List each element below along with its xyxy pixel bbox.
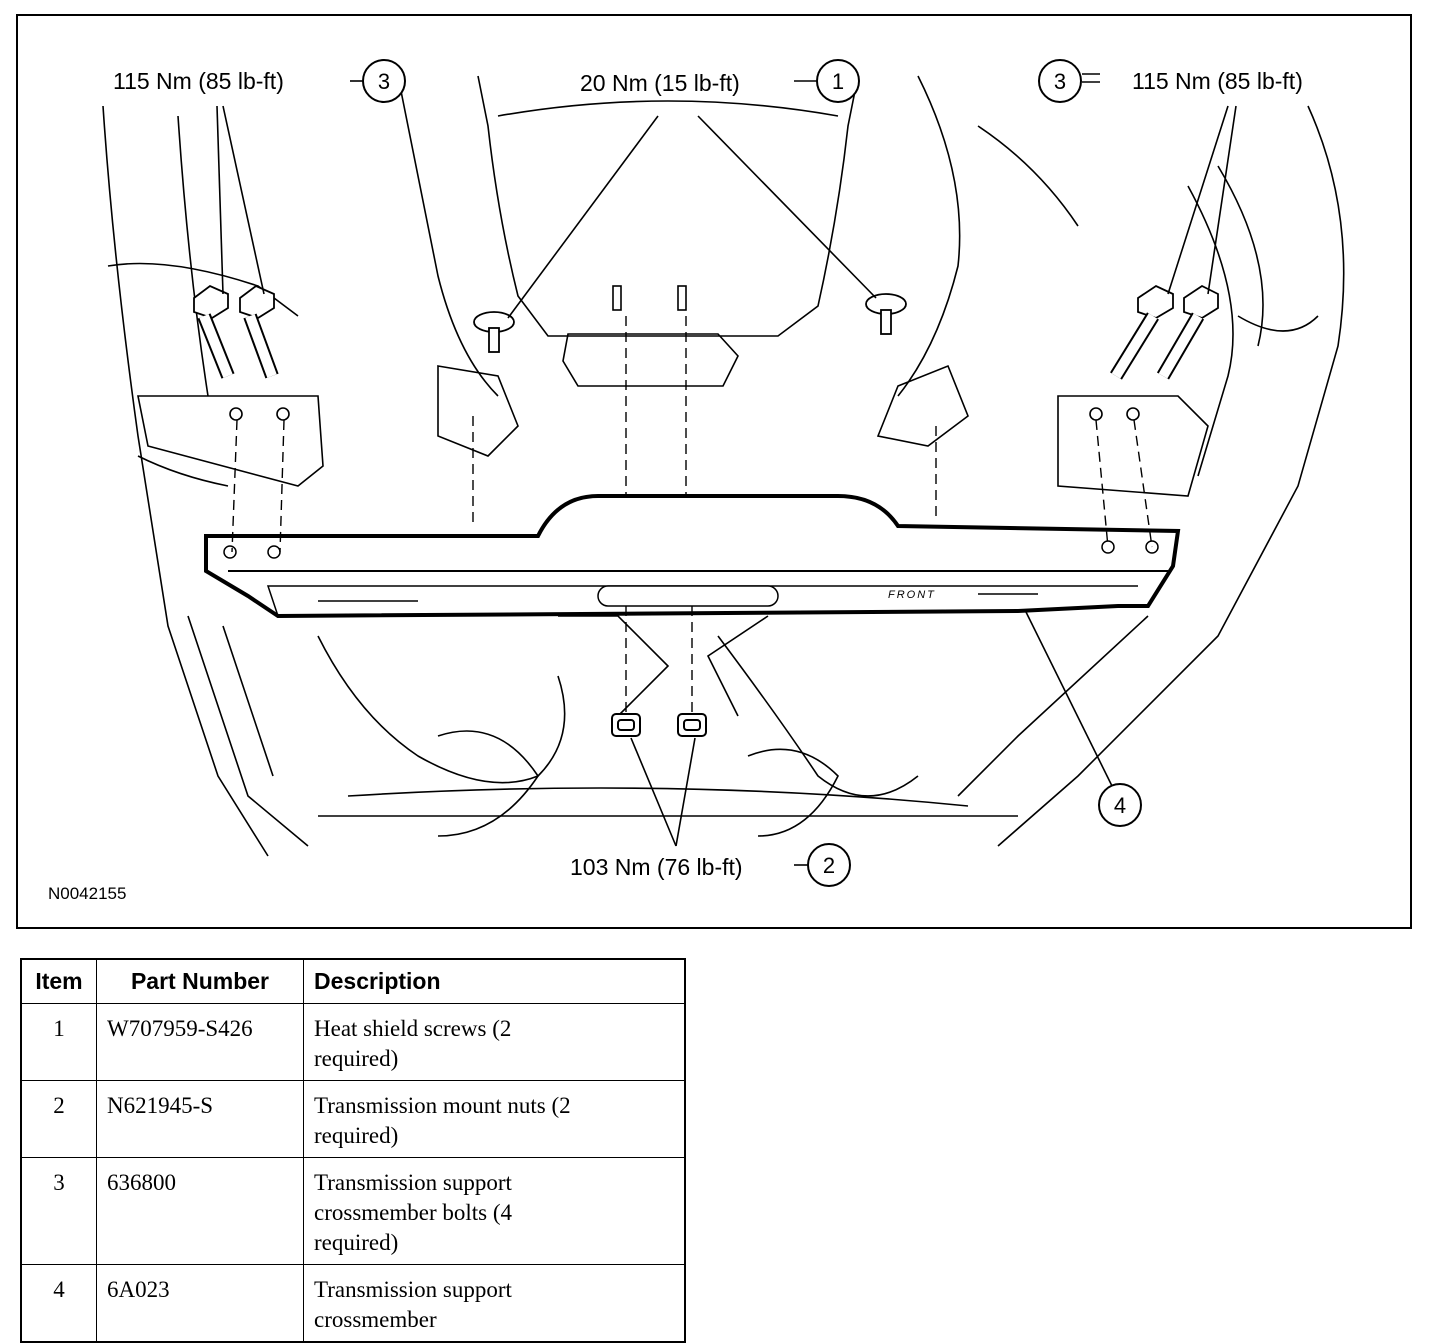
balloon-number: 4 xyxy=(1114,793,1126,818)
heat-shield-screws xyxy=(473,293,907,353)
part-number-cell: W707959-S426 xyxy=(96,1003,304,1081)
transmission-body xyxy=(477,75,859,337)
table-row: 4 6A023 Transmission support crossmember xyxy=(20,1264,686,1343)
description-line: Transmission support xyxy=(314,1277,512,1302)
alignment-lines xyxy=(231,316,1153,714)
balloon-number: 1 xyxy=(832,69,844,94)
callout-balloon-1 xyxy=(816,59,860,103)
description-line: required) xyxy=(314,1123,399,1148)
table-row: 3 636800 Transmission support crossmembe… xyxy=(20,1157,686,1265)
callout-balloon-2 xyxy=(807,843,851,887)
transmission-mount-nuts xyxy=(611,713,707,737)
right-bracket xyxy=(1057,395,1209,497)
description-cell: Heat shield screws (2 required) xyxy=(303,1003,686,1081)
front-marking: FRONT xyxy=(888,589,936,601)
item-cell: 3 xyxy=(20,1157,97,1265)
part-number-cell: 6A023 xyxy=(96,1264,304,1343)
torque-label-item-3-left: 115 Nm (85 lb-ft) xyxy=(113,68,284,94)
leader-lines xyxy=(216,73,1237,866)
parts-table: Item Part Number Description 1 W707959-S… xyxy=(20,958,686,1343)
torque-label-item-3-right: 115 Nm (85 lb-ft) xyxy=(1132,68,1303,94)
transmission-mount xyxy=(562,333,739,387)
column-header-description: Description xyxy=(303,958,686,1004)
description-line: required) xyxy=(314,1230,399,1255)
table-header-row: Item Part Number Description xyxy=(20,958,686,1004)
description-cell: Transmission support crossmember xyxy=(303,1264,686,1343)
right-frame-rail xyxy=(997,105,1345,847)
part-number-cell: N621945-S xyxy=(96,1080,304,1158)
item-cell: 1 xyxy=(20,1003,97,1081)
figure-id: N0042155 xyxy=(48,884,127,903)
torque-label-item-1: 20 Nm (15 lb-ft) xyxy=(580,70,740,96)
crossmember-illustration: FRONT xyxy=(102,59,1345,887)
item-cell: 2 xyxy=(20,1080,97,1158)
description-line: required) xyxy=(314,1046,399,1071)
description-line: Heat shield screws (2 xyxy=(314,1016,512,1041)
callout-balloon-3-left xyxy=(362,59,406,103)
description-line: Transmission support xyxy=(314,1170,512,1195)
left-bracket xyxy=(137,395,324,487)
table-row: 1 W707959-S426 Heat shield screws (2 req… xyxy=(20,1003,686,1081)
description-cell: Transmission support crossmember bolts (… xyxy=(303,1157,686,1265)
exploded-diagram: FRONT xyxy=(16,14,1412,929)
crossmember: FRONT xyxy=(204,494,1181,619)
table-row: 2 N621945-S Transmission mount nuts (2 r… xyxy=(20,1080,686,1158)
part-number-cell: 636800 xyxy=(96,1157,304,1265)
left-frame-rail xyxy=(102,105,269,857)
callout-balloon-3-right xyxy=(1038,59,1082,103)
balloon-number: 3 xyxy=(1054,69,1066,94)
description-cell: Transmission mount nuts (2 required) xyxy=(303,1080,686,1158)
item-cell: 4 xyxy=(20,1264,97,1343)
crossmember-bolts xyxy=(193,284,1219,380)
column-header-part-number: Part Number xyxy=(96,958,304,1004)
callout-balloon-4 xyxy=(1098,783,1142,827)
description-line: crossmember bolts (4 xyxy=(314,1200,513,1225)
balloon-number: 3 xyxy=(378,69,390,94)
balloon-number: 2 xyxy=(823,853,835,878)
description-line: crossmember xyxy=(314,1307,437,1332)
torque-label-item-2: 103 Nm (76 lb-ft) xyxy=(570,854,743,880)
column-header-item: Item xyxy=(20,958,97,1004)
description-line: Transmission mount nuts (2 xyxy=(314,1093,571,1118)
